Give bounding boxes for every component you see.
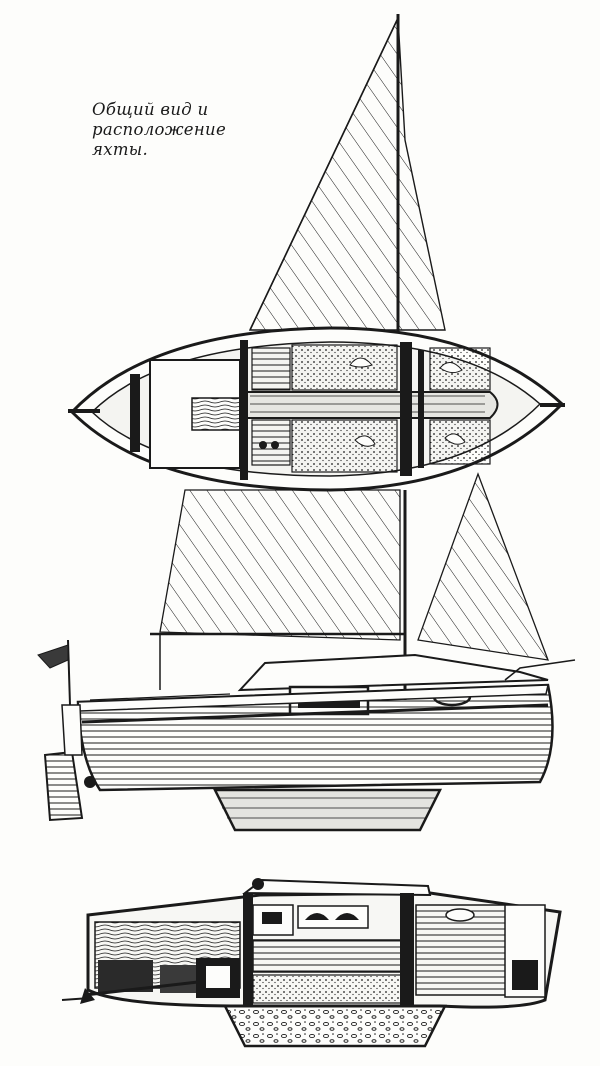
hull-side-view — [37, 639, 576, 832]
flag-icon — [37, 644, 69, 669]
section-view — [61, 878, 562, 1048]
caption-line-1: Общий вид и — [92, 100, 209, 119]
keel — [212, 788, 443, 832]
deck-plan-view — [68, 326, 565, 492]
figure-caption: Общий вид и расположение яхты. — [92, 100, 262, 160]
mainsail-upper — [248, 14, 446, 335]
caption-line-3: яхты. — [92, 140, 149, 159]
ballast-keel — [222, 1004, 448, 1048]
sails-side-view — [150, 472, 549, 700]
rudder — [43, 750, 84, 822]
caption-line-2: расположение — [92, 120, 227, 139]
propeller-icon — [80, 988, 95, 1004]
